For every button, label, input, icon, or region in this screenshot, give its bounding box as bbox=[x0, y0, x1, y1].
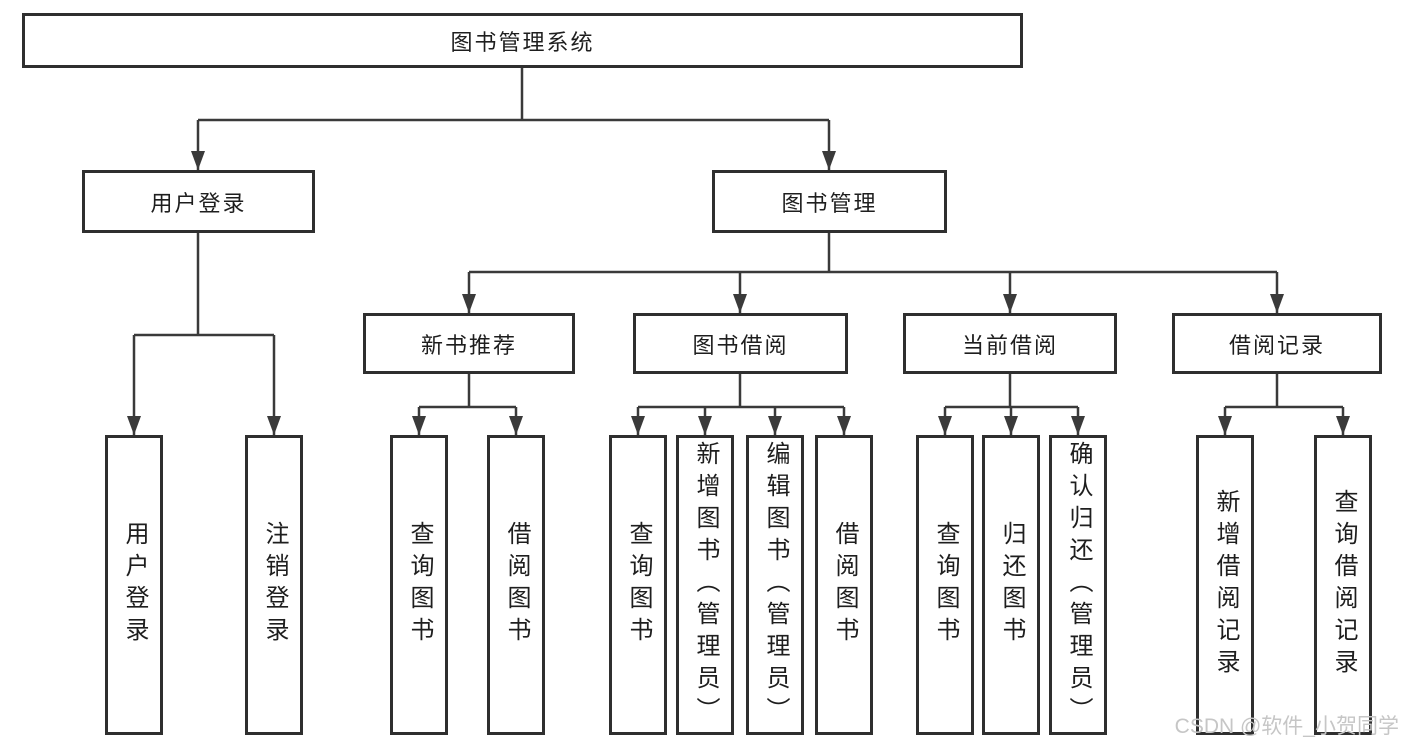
node-current-borrowing: 当前借阅 bbox=[903, 313, 1117, 374]
leaf-current-confirm-return-admin: 确认归还（管理员） bbox=[1049, 435, 1107, 735]
leaf-logout: 注销登录 bbox=[245, 435, 303, 735]
node-book-management-label: 图书管理 bbox=[781, 190, 878, 216]
leaf-borrowing-edit-book-admin: 编辑图书（管理员） bbox=[746, 435, 804, 735]
leaf-logout-label: 注销登录 bbox=[261, 521, 288, 649]
leaf-user-login: 用户登录 bbox=[105, 435, 163, 735]
leaf-borrowing-add-book-admin-label: 新增图书（管理员） bbox=[692, 441, 719, 729]
leaf-records-add-record: 新增借阅记录 bbox=[1196, 435, 1254, 735]
leaf-recommend-query-book-label: 查询图书 bbox=[406, 521, 433, 649]
leaf-user-login-label: 用户登录 bbox=[121, 521, 148, 649]
node-new-book-recommend: 新书推荐 bbox=[363, 313, 575, 374]
leaf-records-add-record-label: 新增借阅记录 bbox=[1212, 489, 1239, 681]
csdn-watermark: CSDN @软件_小贺同学 bbox=[1174, 715, 1399, 738]
leaf-recommend-query-book: 查询图书 bbox=[390, 435, 448, 735]
leaf-recommend-borrow-book: 借阅图书 bbox=[487, 435, 545, 735]
node-user-login-label: 用户登录 bbox=[150, 190, 247, 216]
node-current-borrowing-label: 当前借阅 bbox=[961, 332, 1058, 358]
node-book-management: 图书管理 bbox=[712, 170, 947, 233]
leaf-current-query-book-label: 查询图书 bbox=[932, 521, 959, 649]
leaf-current-return-book-label: 归还图书 bbox=[998, 521, 1025, 649]
node-borrow-records: 借阅记录 bbox=[1172, 313, 1382, 374]
node-borrow-records-label: 借阅记录 bbox=[1228, 332, 1325, 358]
leaf-records-query-record: 查询借阅记录 bbox=[1314, 435, 1372, 735]
node-root-library-system: 图书管理系统 bbox=[22, 13, 1023, 68]
node-book-borrowing-label: 图书借阅 bbox=[692, 332, 789, 358]
leaf-borrowing-query-book: 查询图书 bbox=[609, 435, 667, 735]
leaf-borrowing-edit-book-admin-label: 编辑图书（管理员） bbox=[762, 441, 789, 729]
leaf-recommend-borrow-book-label: 借阅图书 bbox=[503, 521, 530, 649]
leaf-borrowing-borrow-book: 借阅图书 bbox=[815, 435, 873, 735]
leaf-current-confirm-return-admin-label: 确认归还（管理员） bbox=[1065, 441, 1092, 729]
node-root-label: 图书管理系统 bbox=[450, 29, 595, 55]
leaf-records-query-record-label: 查询借阅记录 bbox=[1330, 489, 1357, 681]
leaf-current-query-book: 查询图书 bbox=[916, 435, 974, 735]
leaf-current-return-book: 归还图书 bbox=[982, 435, 1040, 735]
leaf-borrowing-query-book-label: 查询图书 bbox=[625, 521, 652, 649]
node-user-login: 用户登录 bbox=[82, 170, 315, 233]
node-book-borrowing: 图书借阅 bbox=[633, 313, 848, 374]
node-new-book-recommend-label: 新书推荐 bbox=[420, 332, 517, 358]
leaf-borrowing-borrow-book-label: 借阅图书 bbox=[831, 521, 858, 649]
leaf-borrowing-add-book-admin: 新增图书（管理员） bbox=[676, 435, 734, 735]
